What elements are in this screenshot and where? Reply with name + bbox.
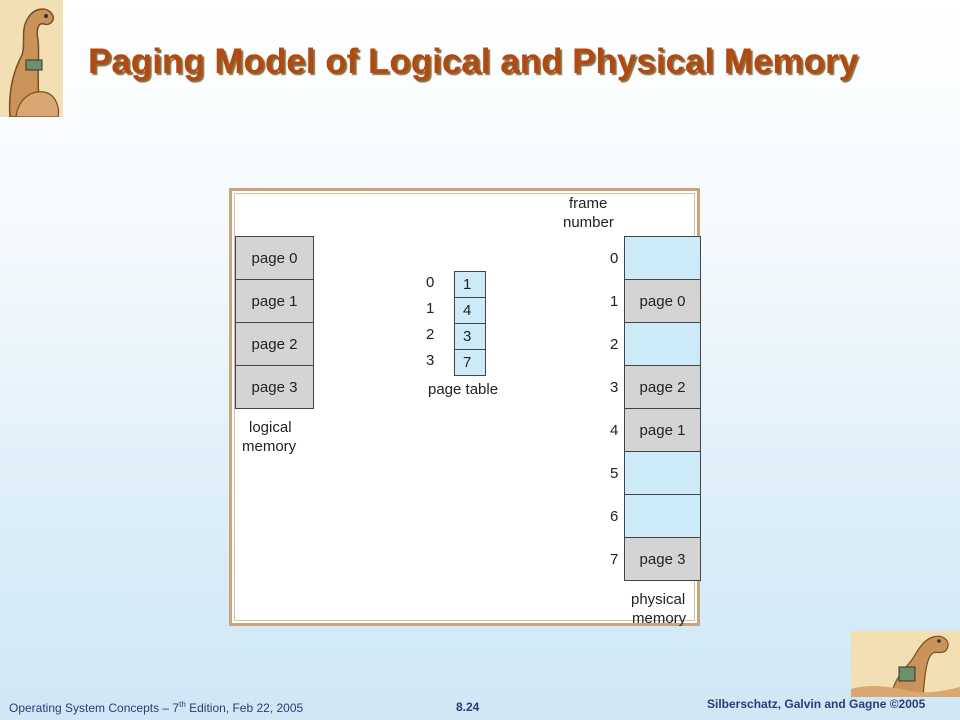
frame-number: 1: [610, 293, 619, 310]
physical-memory-label-line1: physical: [631, 591, 686, 608]
logical-memory-page: page 1: [235, 279, 314, 323]
logical-memory-page: page 2: [235, 322, 314, 366]
frame-number: 5: [610, 465, 619, 482]
physical-memory-label-line2: memory: [632, 610, 687, 627]
footer-left-prefix: Operating System Concepts – 7: [9, 701, 180, 715]
frame-number-header-line2: number: [563, 214, 614, 231]
page-table-index: 2: [426, 326, 435, 343]
physical-memory-frame: page 3: [624, 537, 701, 581]
physical-memory-frame: [624, 451, 701, 495]
footer-right: Silberschatz, Galvin and Gagne ©2005: [707, 697, 926, 711]
frame-number: 4: [610, 422, 619, 439]
page-table-entry: 3: [454, 323, 486, 350]
dinosaur-logo-icon: [0, 0, 63, 117]
physical-memory-frame: [624, 236, 701, 280]
logical-memory-label-line1: logical: [249, 419, 292, 436]
page-table-index: 1: [426, 300, 435, 317]
footer-page-number: 8.24: [456, 700, 480, 714]
page-table-label: page table: [428, 381, 499, 398]
logical-memory-page: page 0: [235, 236, 314, 280]
page-table-index: 3: [426, 352, 435, 369]
dinosaur-logo-icon: [851, 631, 960, 697]
frame-number: 6: [610, 508, 619, 525]
frame-number: 7: [610, 551, 619, 568]
physical-memory-frame: [624, 322, 701, 366]
footer-left-sup: th: [179, 700, 186, 709]
physical-memory-frame: [624, 494, 701, 538]
physical-memory-frame: page 1: [624, 408, 701, 452]
frame-number: 0: [610, 250, 619, 267]
page-table-entry: 4: [454, 297, 486, 324]
logical-memory-page: page 3: [235, 365, 314, 409]
page-table-entry: 7: [454, 349, 486, 376]
physical-memory-frame: page 2: [624, 365, 701, 409]
slide-title: Paging Model of Logical and Physical Mem…: [88, 42, 859, 81]
footer-left-suffix: Edition, Feb 22, 2005: [185, 701, 304, 715]
paging-diagram: frame number page 0 page 1 page 2 page 3…: [229, 188, 701, 627]
frame-number-header-line1: frame: [569, 195, 608, 212]
page-table-index: 0: [426, 274, 435, 291]
footer-left: Operating System Concepts – 7th Edition,…: [9, 700, 303, 715]
frame-number: 2: [610, 336, 619, 353]
frame-number: 3: [610, 379, 619, 396]
logical-memory-label-line2: memory: [242, 438, 297, 455]
physical-memory-frame: page 0: [624, 279, 701, 323]
page-table-entry: 1: [454, 271, 486, 298]
